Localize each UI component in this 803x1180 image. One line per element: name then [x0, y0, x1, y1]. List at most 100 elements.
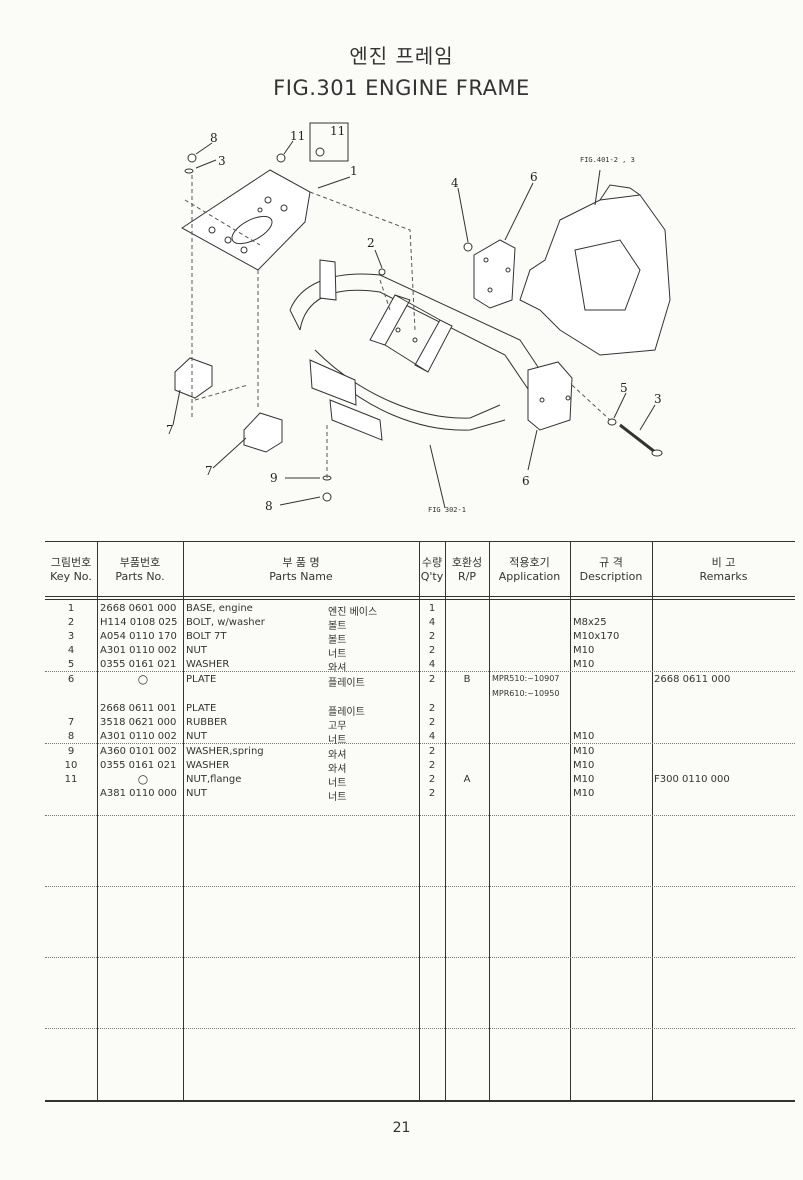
cell-part: 0355 0161 021: [100, 760, 177, 771]
cell-name-ko: 너트: [328, 792, 347, 803]
cell-app: MPR610:~10950: [492, 689, 560, 698]
cell-name: NUT,flange: [186, 774, 242, 785]
cell-qty: 1: [428, 603, 436, 614]
page-title-korean: 엔진 프레임: [349, 44, 454, 68]
cell-qty: 4: [428, 617, 436, 628]
cell-part: ○: [137, 772, 149, 786]
cell-key: 6: [67, 674, 75, 685]
cell-key: 3: [67, 631, 75, 642]
callout-3: 3: [654, 392, 662, 406]
col-divider: [570, 541, 571, 1101]
cell-part: ○: [137, 672, 149, 686]
callout-11: 11: [290, 129, 305, 143]
cell-rp: B: [463, 674, 471, 685]
cell-part: A301 0110 002: [100, 645, 177, 656]
callout-7: 7: [205, 464, 213, 478]
cell-qty: 2: [428, 788, 436, 799]
callout-6-bottom: 6: [522, 474, 530, 488]
cell-qty: 2: [428, 774, 436, 785]
row-group-separator: [45, 815, 795, 816]
callout-2: 2: [367, 236, 375, 250]
row-group-separator: [45, 743, 795, 744]
cell-key: 4: [67, 645, 75, 656]
cell-name-ko: 플레이트: [328, 707, 365, 718]
cell-part: 2668 0601 000: [100, 603, 177, 614]
table-header-border-2: [45, 599, 795, 600]
cell-qty: 2: [428, 631, 436, 642]
cell-part: 0355 0161 021: [100, 659, 177, 670]
table-header-border: [45, 596, 795, 597]
callout-10: 3: [218, 154, 226, 168]
cell-name-ko: 너트: [328, 778, 347, 789]
cell-rem: F300 0110 000: [654, 774, 730, 785]
row-group-separator: [45, 957, 795, 958]
exploded-diagram: 8 3 11 11 1 2 4 6 5 3 6 7 7 9 8 FIG.401-…: [166, 122, 671, 514]
callout-8-bottom: 8: [265, 499, 273, 513]
col-divider: [419, 541, 420, 1101]
cell-name-ko: 와셔: [328, 750, 347, 761]
cell-name-ko: 고무: [328, 721, 347, 732]
col-divider: [183, 541, 184, 1101]
cell-name: BASE, engine: [186, 603, 253, 614]
callout-8-top: 8: [210, 131, 218, 145]
row-group-separator: [45, 886, 795, 887]
cell-key: 5: [67, 659, 75, 670]
cell-desc: M10: [573, 659, 595, 670]
callout-11-inset: 11: [330, 124, 345, 138]
table-row: 10 0355 0161 021 WASHER 와셔 2 M10: [45, 759, 795, 775]
callout-4: 4: [451, 176, 459, 190]
cell-desc: M10x170: [573, 631, 620, 642]
cell-part: H114 0108 025: [100, 617, 178, 628]
cell-name: PLATE: [186, 674, 217, 685]
cell-name: WASHER: [186, 760, 230, 771]
cell-name-ko: 와셔: [328, 764, 347, 775]
cell-key: 11: [64, 774, 78, 785]
cell-rp: A: [463, 774, 471, 785]
cell-name: BOLT 7T: [186, 631, 227, 642]
engine-base-plate-shape: [181, 169, 311, 271]
cell-key: 2: [67, 617, 75, 628]
cell-name: NUT: [186, 731, 207, 742]
cell-key: 1: [67, 603, 75, 614]
col-divider: [97, 541, 98, 1101]
cell-name-ko: 너트: [328, 735, 347, 746]
table-top-border: [45, 541, 795, 542]
cell-qty: 2: [428, 717, 436, 728]
page-number: 21: [392, 1120, 411, 1136]
cell-name: NUT: [186, 788, 207, 799]
cell-qty: 2: [428, 760, 436, 771]
cell-part: A381 0110 000: [100, 788, 177, 799]
cell-desc: M10: [573, 774, 595, 785]
cell-part: 2668 0611 001: [100, 703, 177, 714]
cell-qty: 2: [428, 746, 436, 757]
callout-1: 1: [350, 164, 358, 178]
cell-key: 10: [64, 760, 78, 771]
cell-name-ko: 엔진 베이스: [328, 607, 378, 618]
cell-part: A301 0110 002: [100, 731, 177, 742]
table-row: 11 ○ NUT,flange 너트 2 A M10 F300 0110 000: [45, 772, 795, 789]
callout-7-left: 7: [166, 423, 174, 437]
callout-6-top: 6: [530, 170, 538, 184]
cell-part: A360 0101 002: [100, 746, 177, 757]
cell-desc: M10: [573, 760, 595, 771]
cell-name: WASHER,spring: [186, 746, 264, 757]
cell-desc: M10: [573, 645, 595, 656]
cell-qty: 2: [428, 645, 436, 656]
callout-5: 5: [620, 381, 628, 395]
cell-name: BOLT, w/washer: [186, 617, 265, 628]
cell-desc: M10: [573, 746, 595, 757]
cell-name-ko: 와셔: [328, 663, 347, 674]
cell-key: 9: [67, 746, 75, 757]
cell-qty: 4: [428, 659, 436, 670]
